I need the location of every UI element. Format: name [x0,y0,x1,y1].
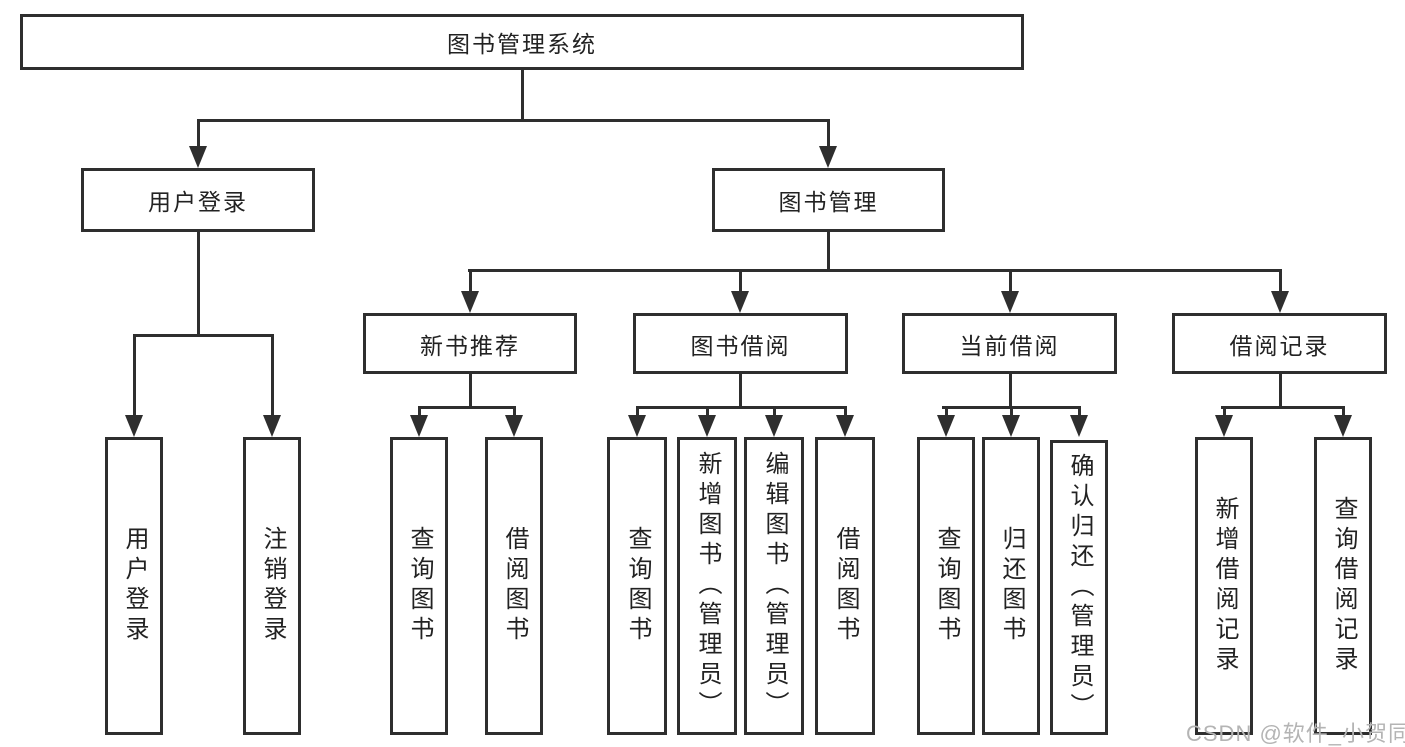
connector-line [468,269,1282,272]
arrow-down-icon [125,415,143,437]
connector-line [1078,406,1081,416]
connector-line [469,374,472,408]
connector-line [197,232,200,336]
leaf-records-query-label: 查询借阅记录 [1330,496,1357,676]
connector-line [1223,406,1226,416]
connector-line [1009,374,1012,408]
connector-line [133,334,274,337]
connector-line [1342,406,1345,416]
leaf-borrow-add-label: 新增图书（管理员） [694,451,721,721]
node-new-book-recommend: 新书推荐 [363,313,577,374]
leaf-borrow-edit-label: 编辑图书（管理员） [761,451,788,721]
leaf-newbooks-borrow-label: 借阅图书 [501,526,528,646]
connector-line [1221,406,1345,409]
connector-line [1279,374,1282,408]
connector-line [513,406,516,416]
arrow-down-icon [1001,291,1019,313]
leaf-user-login: 用户登录 [105,437,163,735]
node-borrow-records: 借阅记录 [1172,313,1387,374]
node-book-borrow: 图书借阅 [633,313,848,374]
arrow-down-icon [1334,415,1352,437]
connector-line [418,406,421,416]
connector-line [469,269,472,292]
arrow-down-icon [263,415,281,437]
leaf-borrow-query-label: 查询图书 [624,526,651,646]
connector-line [739,374,742,408]
leaf-records-query: 查询借阅记录 [1314,437,1372,735]
arrow-down-icon [1215,415,1233,437]
connector-line [521,70,524,120]
connector-line [1009,269,1012,292]
leaf-borrow-borrow-label: 借阅图书 [832,526,859,646]
node-current-borrow: 当前借阅 [902,313,1117,374]
leaf-current-confirm: 确认归还（管理员） [1050,440,1108,735]
arrow-down-icon [410,415,428,437]
arrow-down-icon [461,291,479,313]
arrow-down-icon [836,415,854,437]
leaf-user-login-label: 用户登录 [121,526,148,646]
connector-line [945,406,948,416]
connector-line [706,406,709,416]
connector-line [844,406,847,416]
node-book-management: 图书管理 [712,168,945,232]
arrow-down-icon [505,415,523,437]
leaf-borrow-add: 新增图书（管理员） [677,437,737,735]
arrow-down-icon [1070,415,1088,437]
node-current-borrow-label: 当前借阅 [959,332,1060,359]
connector-line [827,232,830,271]
connector-line [636,406,639,416]
arrow-down-icon [1271,291,1289,313]
node-book-borrow-label: 图书借阅 [690,332,791,359]
node-user-login: 用户登录 [81,168,315,232]
connector-line [197,119,830,122]
arrow-down-icon [628,415,646,437]
arrow-down-icon [765,415,783,437]
node-root: 图书管理系统 [20,14,1024,70]
connector-line [636,406,847,409]
connector-line [133,334,136,416]
leaf-records-add-label: 新增借阅记录 [1211,496,1238,676]
node-root-label: 图书管理系统 [447,31,597,57]
leaf-newbooks-query: 查询图书 [390,437,448,735]
leaf-borrow-borrow: 借阅图书 [815,437,875,735]
connector-line [1279,269,1282,292]
connector-line [197,119,200,147]
leaf-newbooks-query-label: 查询图书 [406,526,433,646]
arrow-down-icon [189,146,207,168]
arrow-down-icon [731,291,749,313]
connector-line [827,119,830,147]
leaf-current-return-label: 归还图书 [998,526,1025,646]
leaf-logout-label: 注销登录 [259,526,286,646]
connector-line [271,334,274,416]
leaf-newbooks-borrow: 借阅图书 [485,437,543,735]
leaf-records-add: 新增借阅记录 [1195,437,1253,735]
node-borrow-records-label: 借阅记录 [1229,332,1330,359]
connector-line [418,406,516,409]
node-book-management-label: 图书管理 [778,189,879,215]
watermark: CSDN @软件_小贺同学 [1186,721,1405,746]
leaf-borrow-query: 查询图书 [607,437,667,735]
node-user-login-label: 用户登录 [148,189,248,215]
arrow-down-icon [1002,415,1020,437]
leaf-current-return: 归还图书 [982,437,1040,735]
arrow-down-icon [819,146,837,168]
connector-line [739,269,742,292]
connector-line [773,406,776,416]
connector-line [1010,406,1013,416]
leaf-logout: 注销登录 [243,437,301,735]
leaf-current-query-label: 查询图书 [933,526,960,646]
leaf-current-confirm-label: 确认归还（管理员） [1066,452,1093,723]
leaf-current-query: 查询图书 [917,437,975,735]
arrow-down-icon [698,415,716,437]
node-new-book-recommend-label: 新书推荐 [420,332,520,359]
leaf-borrow-edit: 编辑图书（管理员） [744,437,804,735]
arrow-down-icon [937,415,955,437]
